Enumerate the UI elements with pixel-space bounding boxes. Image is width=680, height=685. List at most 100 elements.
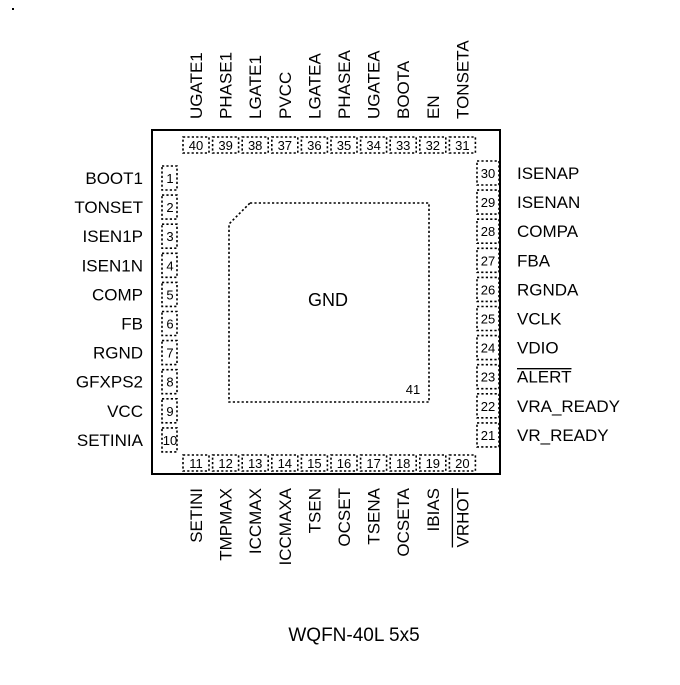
pin-number: 31: [455, 138, 469, 153]
pin-pad: [161, 310, 178, 337]
pin-number: 20: [455, 456, 469, 471]
pin-label: VCLK: [517, 310, 562, 329]
pin-label: VCC: [107, 402, 143, 421]
pin-pad: [211, 136, 240, 154]
pin-pad: [241, 136, 269, 154]
package-body: [151, 129, 501, 475]
pin-pad: [476, 247, 500, 274]
pin-pad: [300, 454, 329, 472]
pin-label: ICCMAX: [246, 488, 265, 554]
pin-number: 21: [481, 428, 495, 443]
pin-label: ISENAN: [517, 193, 580, 212]
pin-pad: [161, 223, 178, 249]
pin-pad: [211, 454, 240, 472]
pin-label: VRHOT: [453, 488, 472, 547]
pin-number: 5: [166, 287, 173, 302]
pin-pad: [270, 454, 299, 472]
pin-pad: [476, 334, 500, 361]
pin-label: OCSETA: [394, 487, 413, 556]
pin-pad: [182, 136, 210, 154]
pin-pad: [241, 454, 269, 472]
pin-number: 18: [396, 456, 410, 471]
page-corner-mark: [12, 8, 14, 10]
pin-label: ISEN1P: [83, 227, 143, 246]
pin-number: 37: [278, 138, 292, 153]
pin-label: TONSET: [74, 198, 143, 217]
pin-label: RGND: [93, 344, 143, 363]
pin-number: 8: [166, 375, 173, 390]
pin-label: ICCMAXA: [276, 487, 295, 565]
pin-label: RGNDA: [517, 280, 579, 299]
pin-number: 12: [218, 456, 232, 471]
pin-number: 40: [189, 138, 203, 153]
pin-pad: [448, 454, 477, 472]
pin-pad: [330, 136, 358, 154]
pin-label: TSEN: [305, 488, 324, 533]
pin-label: UGATE1: [187, 52, 206, 119]
pin-pad: [476, 305, 500, 332]
pin-label: VR_READY: [517, 426, 609, 445]
pin-label: PHASE1: [217, 52, 236, 119]
pin-number: 30: [481, 166, 495, 181]
pin-pad: [161, 427, 178, 453]
pin-pad: [359, 136, 388, 154]
pin-pad: [161, 368, 178, 395]
pin-label: UGATEA: [365, 50, 384, 119]
pin-number: 35: [337, 138, 351, 153]
pin-pad: [270, 136, 299, 154]
pin-number: 15: [307, 456, 321, 471]
pin-number: 34: [366, 138, 380, 153]
pin-number: 36: [307, 138, 321, 153]
pin-label: TMPMAX: [217, 488, 236, 561]
pin-number: 19: [426, 456, 440, 471]
pin-number: 16: [337, 456, 351, 471]
pin-number: 22: [481, 399, 495, 414]
pin-label: PVCC: [276, 72, 295, 119]
pin-number: 11: [189, 456, 203, 471]
pin-number: 2: [166, 200, 173, 215]
pin-label: ISENAP: [517, 164, 579, 183]
pin-label: ISEN1N: [82, 256, 143, 275]
pin-pad: [161, 194, 178, 220]
pin-label: TSENA: [365, 487, 384, 544]
pin-pad: [476, 160, 500, 186]
pin-pad: [161, 397, 178, 424]
pin-number: 1: [166, 171, 173, 186]
pin-number: 24: [481, 341, 495, 356]
pin-number: 33: [396, 138, 410, 153]
pin-pad: [161, 252, 178, 279]
pin-number: 9: [166, 404, 173, 419]
pin-label: VRA_READY: [517, 397, 620, 416]
package-caption: WQFN-40L 5x5: [288, 625, 419, 646]
pin-number: 29: [481, 195, 495, 210]
pin-pad: [448, 136, 477, 154]
pin-number: 39: [218, 138, 232, 153]
pin-number: 27: [481, 253, 495, 268]
pin-label: SETINI: [187, 488, 206, 543]
pin-number: 23: [481, 370, 495, 385]
pin-number: 14: [278, 456, 292, 471]
pin-pad: [161, 339, 178, 366]
pin-label: GFXPS2: [76, 373, 143, 392]
pin-label: TONSETA: [453, 40, 472, 119]
pin-number: 28: [481, 224, 495, 239]
pin-label: PHASEA: [335, 49, 354, 119]
pin-label: ALERT: [517, 368, 572, 387]
pin-label: BOOTA: [394, 60, 413, 119]
pin-label: IBIAS: [424, 488, 443, 531]
pin-pad: [418, 136, 447, 154]
pin-pad: [389, 454, 418, 472]
pin-number: 13: [248, 456, 262, 471]
pin-label: COMPA: [517, 222, 579, 241]
pin-pad: [389, 136, 418, 154]
pin-pad: [476, 189, 500, 215]
pin-pad: [161, 165, 178, 191]
pin-label: FBA: [517, 251, 551, 270]
pin-label: LGATEA: [305, 53, 324, 119]
exposed-pad-label: GND: [308, 290, 348, 310]
pin-number: 25: [481, 312, 495, 327]
pin-number: 7: [166, 346, 173, 361]
